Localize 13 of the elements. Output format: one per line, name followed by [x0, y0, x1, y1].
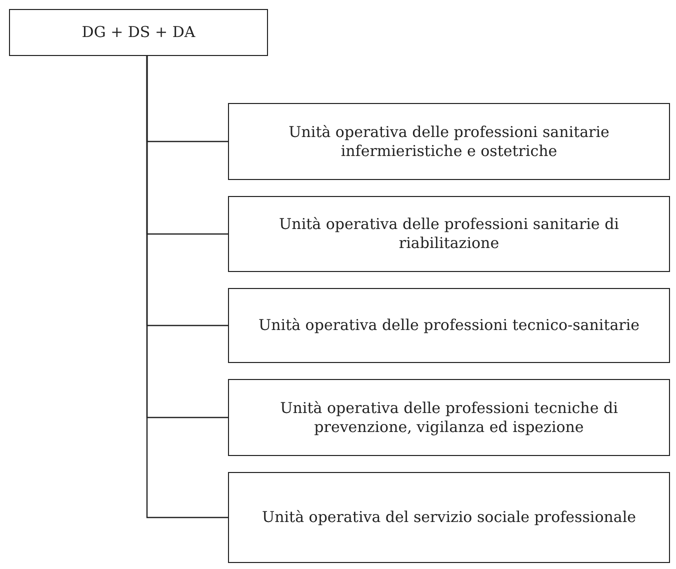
header-box: [9, 9, 268, 56]
box-label: Unità operativa del servizio sociale professionale: [260, 508, 638, 527]
unit-box: [228, 103, 670, 180]
connector-line: [146, 56, 228, 518]
box-label: DG + DS + DA: [80, 23, 196, 42]
box-label: Unità operativa delle professioni tecniche di prevenzione, vigilanza ed ispezione: [279, 398, 619, 436]
box-label: Unità operativa delle professioni tecnico-sanitarie: [257, 316, 641, 335]
box-label: Unità operativa delle professioni sanitarie di riabilitazione: [278, 215, 620, 253]
unit-box: [228, 472, 670, 563]
box-label: Unità operativa delle professioni sanitarie infermieristiche e ostetriche: [288, 122, 610, 160]
unit-box: [228, 379, 670, 456]
unit-box: [228, 196, 670, 272]
unit-box: [228, 288, 670, 363]
